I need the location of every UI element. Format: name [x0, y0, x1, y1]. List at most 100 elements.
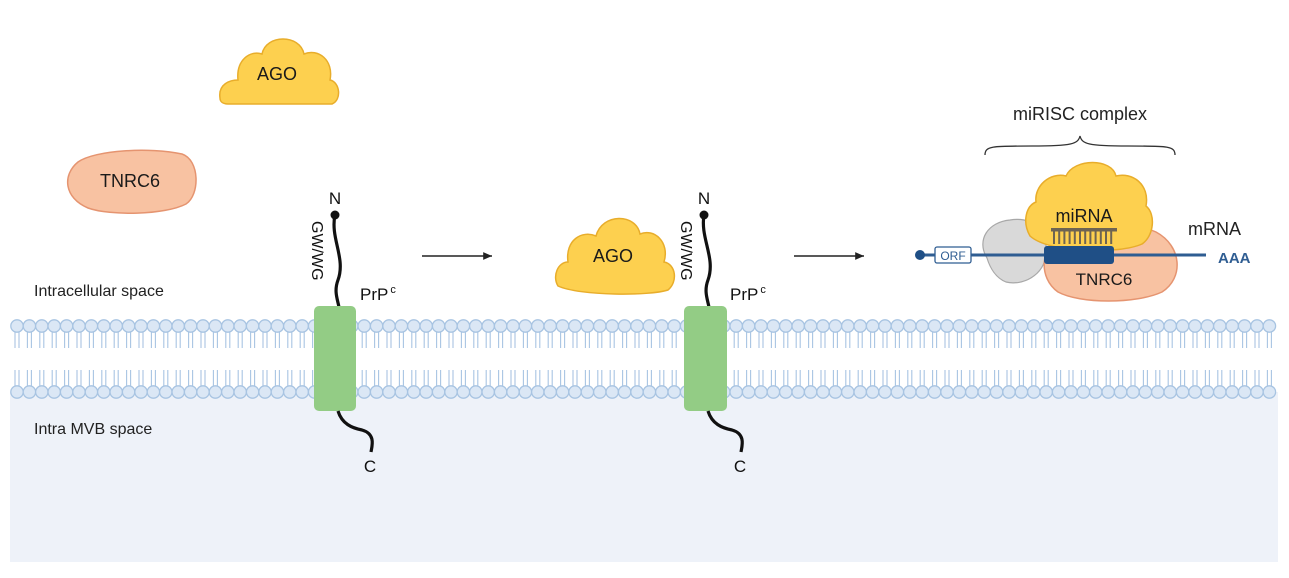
phospholipid-outer — [865, 319, 880, 349]
phospholipid-inner — [754, 369, 768, 399]
phospholipid-inner — [654, 369, 669, 399]
phospholipid-inner — [1126, 369, 1140, 399]
phospholipid-inner — [952, 369, 967, 399]
phospholipid-inner — [382, 369, 396, 399]
phospholipid-outer — [605, 319, 620, 349]
phospholipid-outer — [431, 319, 446, 349]
phospholipid-outer — [555, 319, 570, 349]
phospholipid-outer — [270, 319, 285, 349]
phospholipid-inner — [592, 369, 607, 399]
phospholipid-inner — [258, 369, 272, 399]
gwwg-tail-2 — [701, 214, 712, 319]
phospholipid-inner — [568, 369, 582, 399]
mirisc-complex-title: miRISC complex — [1013, 104, 1147, 124]
phospholipid-outer — [196, 319, 210, 349]
phospholipid-inner — [1150, 369, 1165, 399]
phospholipid-inner — [828, 369, 843, 399]
phospholipid-inner — [1175, 369, 1190, 399]
phospholipid-inner — [1064, 369, 1078, 399]
phospholipid-outer — [890, 319, 905, 349]
phospholipid-outer — [22, 319, 37, 349]
phospholipid-inner — [134, 369, 148, 399]
phospholipid-outer — [357, 319, 372, 349]
phospholipid-inner — [1237, 369, 1252, 399]
n-terminus-label-2: N — [698, 189, 710, 208]
gwwg-label-2: GW/WG — [677, 221, 694, 281]
phospholipid-outer — [258, 319, 272, 349]
phospholipid-outer — [1262, 319, 1277, 349]
phospholipid-outer — [654, 319, 669, 349]
phospholipid-inner — [394, 369, 409, 399]
phospholipid-outer — [406, 319, 421, 349]
phospholipid-inner — [642, 369, 657, 399]
mirna-seed-pairs — [1053, 231, 1113, 244]
phospholipid-inner — [233, 369, 248, 399]
phospholipid-outer — [952, 319, 967, 349]
phospholipid-outer — [171, 319, 186, 349]
c-tail-2 — [706, 410, 744, 453]
ago-protein-recruited: AGO — [554, 217, 676, 295]
phospholipid-inner — [890, 369, 905, 399]
phospholipid-inner — [853, 369, 868, 399]
phospholipid-outer — [84, 319, 99, 349]
phospholipid-outer — [778, 319, 793, 349]
phospholipid-outer — [592, 319, 607, 349]
phospholipid-outer — [964, 319, 979, 349]
phospholipid-outer — [369, 319, 384, 349]
c-terminus-label-2: C — [734, 457, 746, 476]
phospholipid-outer — [1126, 319, 1140, 349]
phospholipid-outer — [1039, 319, 1054, 349]
phospholipid-outer — [1237, 319, 1252, 349]
phospholipid-inner — [282, 369, 297, 399]
phospholipid-outer — [1225, 319, 1240, 349]
phospholipid-inner — [196, 369, 210, 399]
phospholipid-outer — [109, 319, 124, 349]
phospholipid-outer — [72, 319, 86, 349]
phospholipid-inner — [617, 369, 632, 399]
phospholipid-outer — [617, 319, 632, 349]
phospholipid-outer — [34, 319, 49, 349]
phospholipid-inner — [158, 369, 173, 399]
phospholipid-outer — [568, 319, 582, 349]
mirna-mrna-duplex — [1044, 246, 1114, 264]
phospholipid-outer — [940, 319, 954, 349]
phospholipid-inner — [778, 369, 793, 399]
phospholipid-outer — [146, 319, 161, 349]
phospholipid-outer — [456, 319, 471, 349]
n-terminus-label-1: N — [329, 189, 341, 208]
phospholipid-inner — [1225, 369, 1240, 399]
phospholipid-outer — [245, 319, 260, 349]
phospholipid-outer — [543, 319, 558, 349]
phospholipid-outer — [394, 319, 409, 349]
phospholipid-outer — [741, 319, 756, 349]
ago-free-label: AGO — [257, 64, 297, 84]
phospholipid-inner — [357, 369, 372, 399]
phospholipid-outer — [816, 319, 830, 349]
phospholipid-inner — [1163, 369, 1178, 399]
phospholipid-inner — [915, 369, 930, 399]
phospholipid-outer — [158, 319, 173, 349]
c-tail-1 — [336, 410, 374, 453]
phospholipid-outer — [803, 319, 818, 349]
phospholipid-inner — [47, 369, 62, 399]
orf-label: ORF — [940, 249, 965, 263]
phospholipid-inner — [902, 369, 917, 399]
ago-protein-free: AGO — [219, 38, 340, 105]
phospholipid-outer — [47, 319, 62, 349]
phospholipid-outer — [10, 319, 24, 349]
phospholipid-outer — [1175, 319, 1190, 349]
phospholipid-inner — [927, 369, 942, 399]
phospholipid-outer — [1150, 319, 1165, 349]
phospholipid-inner — [741, 369, 756, 399]
phospholipid-inner — [816, 369, 830, 399]
phospholipid-outer — [1076, 319, 1091, 349]
phospholipid-inner — [406, 369, 421, 399]
phospholipid-inner — [1014, 369, 1029, 399]
phospholipid-inner — [940, 369, 954, 399]
phospholipid-outer — [295, 319, 310, 349]
phospholipid-inner — [1113, 369, 1128, 399]
